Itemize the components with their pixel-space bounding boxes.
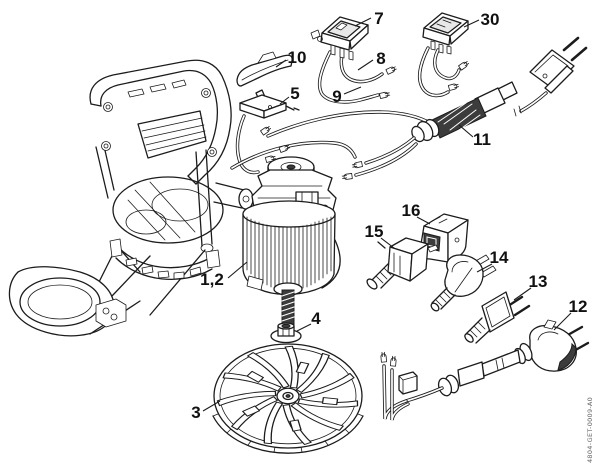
plug12-cable-illustration bbox=[380, 319, 590, 421]
plug13-illustration bbox=[464, 291, 531, 344]
housing-illustration bbox=[8, 59, 254, 337]
callout-4: 4 bbox=[311, 309, 321, 328]
callout-12: 12 bbox=[569, 297, 588, 316]
callout-numbers: 7 30 10 8 5 9 11 16 15 14 13 12 1,2 4 3 bbox=[191, 9, 587, 422]
callout-7: 7 bbox=[374, 9, 383, 28]
callout-3: 3 bbox=[191, 403, 200, 422]
fan-illustration bbox=[213, 344, 363, 453]
callout-30: 30 bbox=[481, 10, 500, 29]
switch30-illustration bbox=[417, 12, 470, 98]
callout-8: 8 bbox=[376, 49, 385, 68]
plug14-illustration bbox=[430, 254, 497, 312]
callout-13: 13 bbox=[529, 272, 548, 291]
drawing-number: 4804-GET-0009-A0 bbox=[586, 397, 594, 463]
callout-5: 5 bbox=[290, 84, 299, 103]
nut-illustration bbox=[270, 322, 302, 344]
callout-1-2: 1,2 bbox=[200, 270, 224, 289]
switch-slider-illustration bbox=[239, 89, 300, 119]
cover-illustration bbox=[236, 51, 293, 87]
callout-14: 14 bbox=[490, 248, 509, 267]
switch7-illustration bbox=[310, 16, 398, 104]
callout-10: 10 bbox=[288, 48, 307, 67]
callout-11: 11 bbox=[473, 130, 491, 149]
motor-illustration bbox=[242, 156, 341, 344]
switch15-illustration bbox=[366, 237, 439, 290]
power-cord-illustration bbox=[341, 36, 588, 181]
leader-lines bbox=[202, 17, 572, 412]
callout-15: 15 bbox=[365, 222, 384, 241]
callout-9: 9 bbox=[332, 87, 341, 106]
callout-16: 16 bbox=[402, 201, 421, 220]
wiring-harness bbox=[230, 110, 434, 175]
